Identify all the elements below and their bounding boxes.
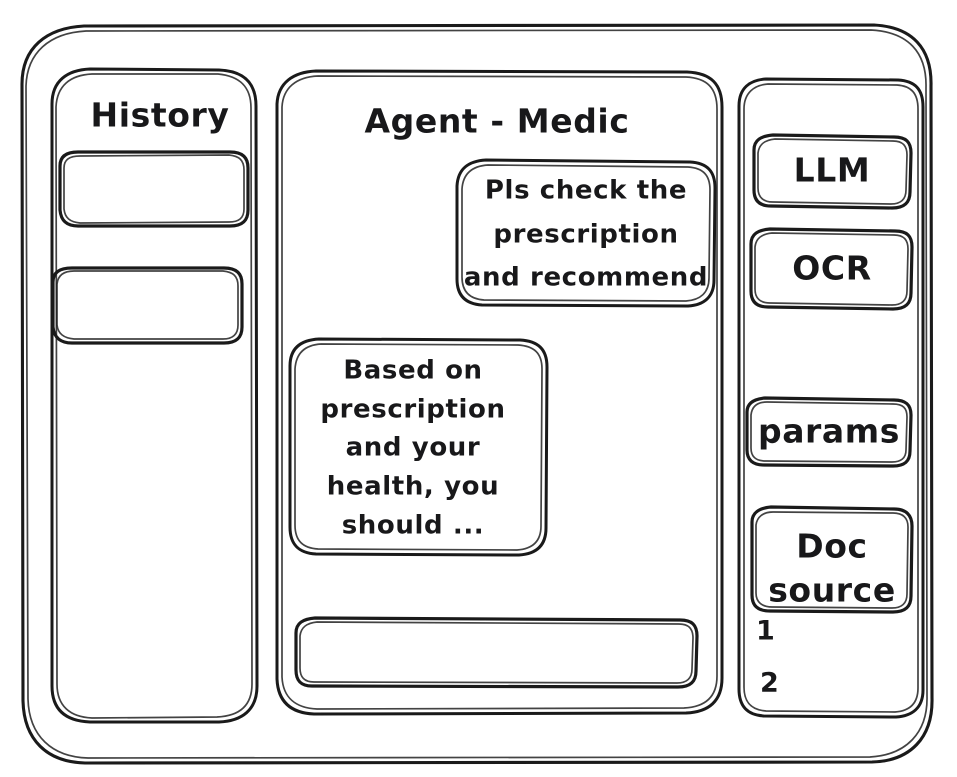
tool-card-params[interactable]: params xyxy=(745,396,913,468)
doc-source-list-item[interactable]: 1 xyxy=(756,616,775,647)
tool-card-label: params xyxy=(758,412,900,451)
tool-card-label: LLM xyxy=(794,151,871,190)
assistant-message-line: should ... xyxy=(342,511,485,541)
doc-source-list: 1 2 xyxy=(756,616,779,699)
user-message-line: Pls check the xyxy=(485,176,687,206)
history-item-2[interactable] xyxy=(51,266,244,345)
history-panel xyxy=(50,67,259,724)
history-title: History xyxy=(90,96,229,135)
agent-title: Agent - Medic xyxy=(364,102,629,141)
tool-card-llm[interactable]: LLM xyxy=(752,133,913,210)
message-input[interactable] xyxy=(294,616,699,689)
history-item-1[interactable] xyxy=(58,150,250,228)
assistant-message-bubble: Based on prescription and your health, y… xyxy=(288,337,549,557)
doc-source-list-item[interactable]: 2 xyxy=(760,668,779,699)
tool-card-label: OCR xyxy=(792,249,871,288)
app-window-frame xyxy=(20,23,934,765)
tool-card-label: source xyxy=(768,571,896,610)
assistant-message-line: Based on xyxy=(343,356,482,386)
tool-card-doc-source[interactable]: Doc source xyxy=(750,505,914,614)
user-message-line: prescription xyxy=(493,220,678,250)
user-message-line: and recommend xyxy=(464,263,708,293)
tool-card-label: Doc xyxy=(796,527,867,566)
agent-panel xyxy=(275,69,724,716)
tool-card-ocr[interactable]: OCR xyxy=(749,227,914,311)
user-message-bubble: Pls check the prescription and recommend xyxy=(455,158,717,308)
assistant-message-line: and your xyxy=(346,433,481,463)
tools-panel xyxy=(737,77,925,719)
assistant-message-line: prescription xyxy=(320,395,505,425)
assistant-message-line: health, you xyxy=(327,472,499,502)
